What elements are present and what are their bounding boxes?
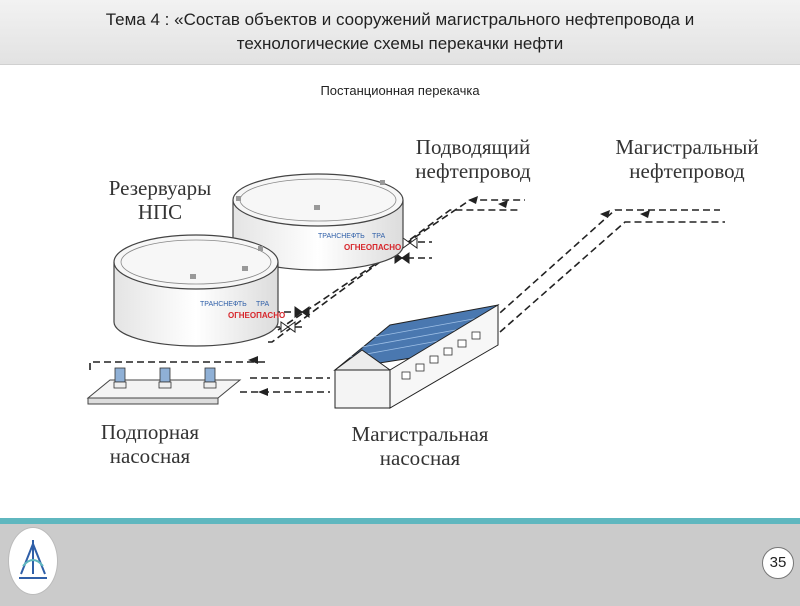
tank-warning-label: ОГНЕОПАСНО <box>344 243 401 252</box>
flow-arrow <box>468 196 478 204</box>
slide-title-line-2: технологические схемы перекачки нефти <box>236 34 564 53</box>
label-booster-line-1: Подпорная <box>100 420 200 444</box>
main-pipeline <box>491 209 720 321</box>
label-mainpump-line-2: насосная <box>379 446 461 470</box>
tank-front: ТРАНСНЕФТЬ ТРА ОГНЕОПАСНО <box>113 234 285 347</box>
main-pipeline-2 <box>499 221 725 333</box>
main-pump-building <box>333 304 500 409</box>
label-tanks: Резервуары НПС <box>90 176 230 224</box>
booster-pumps <box>86 367 242 405</box>
valves <box>280 237 418 333</box>
label-inlet-line-2: нефтепровод <box>415 159 531 183</box>
pump-unit <box>203 367 217 389</box>
flow-arrow <box>640 210 650 218</box>
label-main-line-1: Магистральный <box>615 135 759 159</box>
valve-icon <box>294 306 310 318</box>
tank-brand-short-label: ТРА <box>256 301 269 308</box>
valve-icon <box>280 321 296 333</box>
label-inlet-line-1: Подводящий <box>415 135 531 159</box>
booster-suction <box>89 361 265 372</box>
organization-logo <box>8 527 58 595</box>
pumping-scheme-diagram: ТРАНСНЕФТЬ ТРА ОГНЕОПАСНО ТРАНСНЕФТЬ ТРА… <box>86 173 725 409</box>
label-inlet-pipeline: Подводящий нефтепровод <box>393 135 553 183</box>
diagram-subtitle: Постанционная перекачка <box>320 83 480 98</box>
slide-title-line-1: Тема 4 : «Состав объектов и сооружений м… <box>105 10 695 29</box>
label-tanks-line-2: НПС <box>137 200 183 224</box>
label-main-pump-station: Магистральная насосная <box>330 422 510 470</box>
label-main-pipeline: Магистральный нефтепровод <box>592 135 782 183</box>
flow-arrow <box>258 388 268 396</box>
footer-bar <box>0 518 800 606</box>
pump-unit <box>158 367 172 389</box>
pump-unit <box>113 367 127 389</box>
label-booster-station: Подпорная насосная <box>80 420 220 468</box>
inlet-pipeline <box>268 209 520 343</box>
header-bar: Тема 4 : «Состав объектов и сооружений м… <box>0 0 800 65</box>
building-front <box>334 369 391 409</box>
label-booster-line-2: насосная <box>109 444 191 468</box>
label-main-line-2: нефтепровод <box>629 159 745 183</box>
label-mainpump-line-1: Магистральная <box>351 422 489 446</box>
flow-arrow <box>248 356 258 364</box>
valve-icon <box>402 237 418 249</box>
logo-emblem-icon <box>19 540 47 579</box>
label-tanks-line-1: Резервуары <box>108 176 212 200</box>
flow-arrow <box>498 200 508 208</box>
flow-arrow <box>600 210 610 218</box>
tank-brand-label: ТРАНСНЕФТЬ <box>318 233 365 240</box>
tank-brand-label: ТРАНСНЕФТЬ <box>200 301 247 308</box>
building-side <box>389 304 499 409</box>
slide-title: Тема 4 : «Состав объектов и сооружений м… <box>30 8 770 56</box>
flow-arrows <box>248 196 650 396</box>
page-number-badge: 35 <box>762 547 794 579</box>
building-gable <box>333 349 392 371</box>
tank-warning-label: ОГНЕОПАСНО <box>228 311 285 320</box>
tank-brand-short-label: ТРА <box>372 233 385 240</box>
